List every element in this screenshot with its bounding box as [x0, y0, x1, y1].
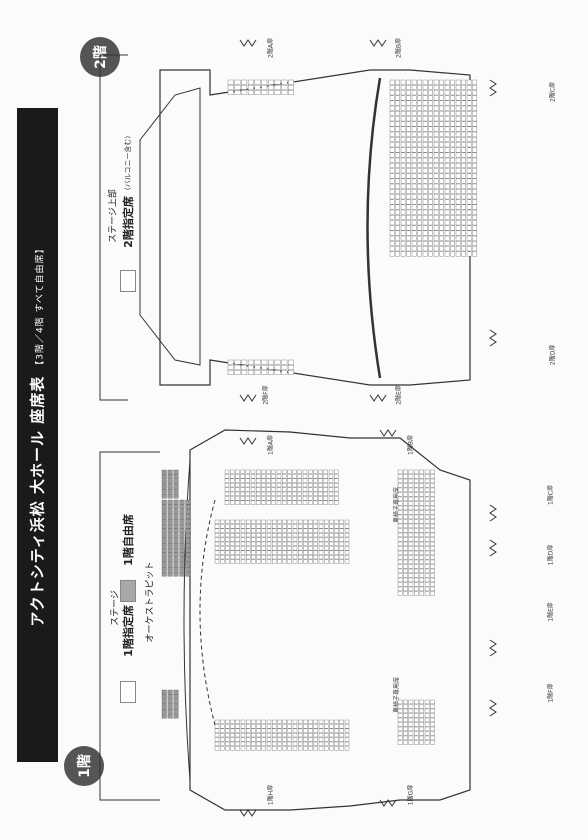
seats-1f-rear-block	[397, 469, 435, 596]
door-mark-2f-f	[239, 394, 257, 402]
seats-1f-upper-block	[224, 469, 339, 505]
seats-2f-balcony-bottom	[227, 359, 294, 375]
door-mark-2f-c	[489, 79, 497, 97]
floor1-badge: 1階	[64, 746, 104, 786]
seats-1f-rear-right	[397, 699, 435, 745]
door-mark-1f-e	[489, 639, 497, 657]
hall-outline-2f	[159, 69, 471, 386]
door-mark-1f-h	[239, 809, 257, 817]
door-mark-1f-b	[379, 429, 397, 437]
seats-1f-free-right	[161, 689, 179, 719]
hall-outline-1f	[189, 429, 471, 811]
seats-1f-lower-block	[214, 719, 350, 751]
legend-free-swatch	[120, 580, 136, 602]
seats-1f-center-block	[214, 519, 350, 564]
door-mark-2f-e	[369, 394, 387, 402]
door-mark-1f-g	[379, 799, 397, 807]
legend-reserved-swatch	[120, 681, 136, 703]
stage-frame-1f	[99, 451, 160, 801]
legend-2f-swatch	[120, 270, 136, 292]
title-bar	[17, 108, 58, 762]
seats-2f-balcony-top	[227, 79, 294, 95]
balcony-rail-2f	[366, 77, 382, 379]
door-mark-2f-a	[239, 39, 257, 47]
door-mark-2f-d	[489, 329, 497, 347]
door-mark-1f-d	[489, 539, 497, 557]
pit-boundary	[199, 499, 216, 726]
door-mark-1f-f	[489, 699, 497, 717]
seats-1f-free-left	[161, 469, 179, 499]
seats-2f-main	[389, 79, 477, 257]
door-mark-1f-a	[239, 437, 257, 445]
stage-frame-2f	[99, 54, 128, 401]
seats-1f-free-center	[161, 499, 191, 577]
door-mark-1f-c	[489, 504, 497, 522]
door-mark-2f-b	[369, 39, 387, 47]
stage-top-2f	[139, 87, 201, 366]
